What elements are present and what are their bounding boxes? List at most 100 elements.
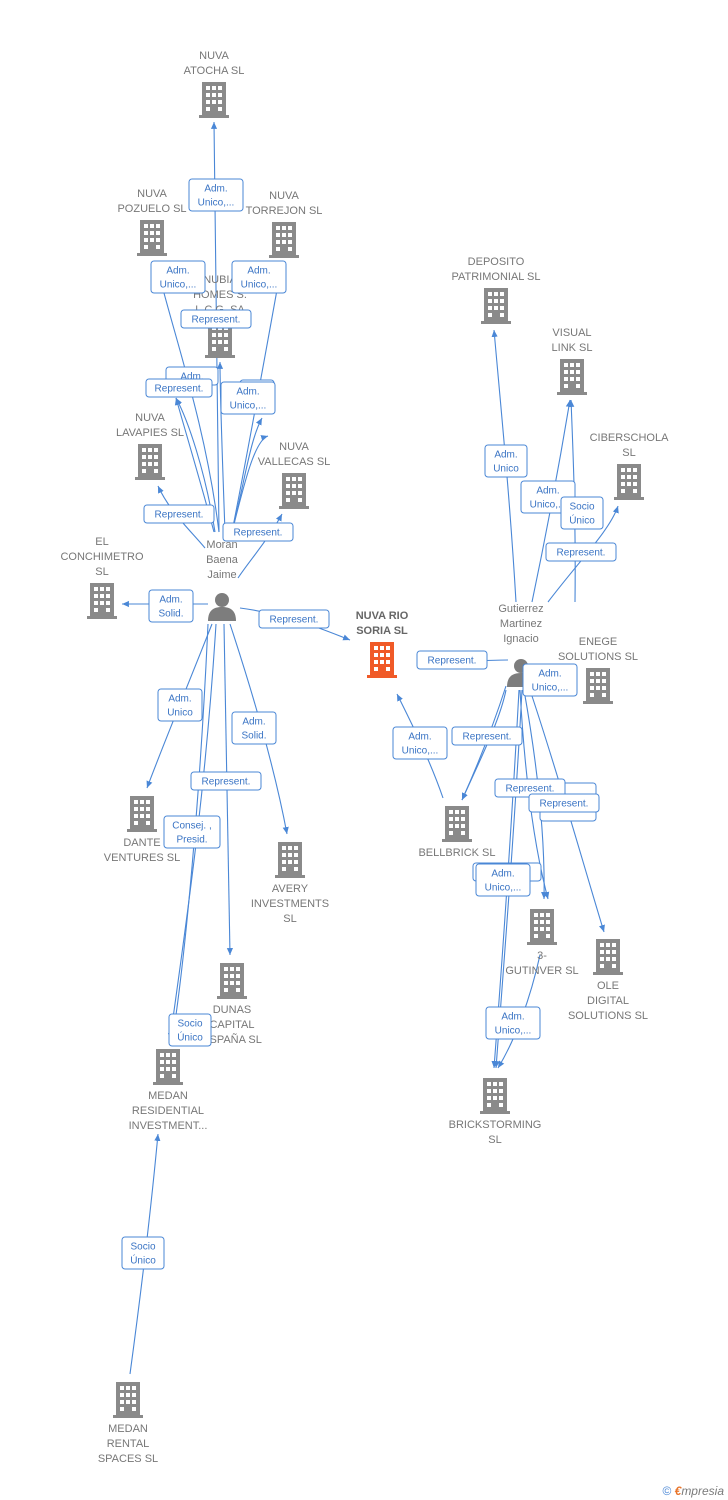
node-label-line: BRICKSTORMING (449, 1119, 542, 1131)
edge-label-text: Unico,... (198, 198, 235, 209)
node-label-line: EL (95, 536, 108, 548)
edge-label-e6[interactable]: Adm.Unico,... (220, 381, 276, 415)
node-label-line: SORIA SL (356, 625, 408, 637)
building-icon (279, 473, 309, 509)
edge-label-text: Unico,... (160, 280, 197, 291)
edge-label-text: Unico,... (530, 500, 567, 511)
edge-label-e26[interactable]: Adm. Unico,... (475, 863, 531, 897)
node-label-line: MEDAN (108, 1423, 148, 1435)
edge-label-text: Consej. , (172, 821, 211, 832)
brand-footer: © €mpresia (662, 1484, 724, 1498)
edge-label-e1[interactable]: Adm. Unico,... (188, 178, 244, 212)
edge-label-text: Represent. (428, 656, 477, 667)
edge-label-e10[interactable]: Represent. (258, 609, 330, 629)
edge-label-text: Adm. (242, 717, 265, 728)
edge-label-e25[interactable]: Represent. (528, 793, 600, 813)
node-label-line: AVERY (272, 883, 309, 895)
edge-label-e3[interactable]: Adm.Unico,... (231, 260, 287, 294)
node-label-line: Baena (206, 554, 239, 566)
edge-label-e14[interactable]: Consej. , Presid. (163, 815, 221, 849)
edge-label-text: Unico (493, 464, 519, 475)
building-icon (557, 359, 587, 395)
edge-label-e17[interactable]: Adm.Unico (484, 444, 528, 478)
node-label-line: INVESTMENT... (129, 1120, 208, 1132)
node-label-line: VALLECAS SL (258, 456, 331, 468)
edge-label-text: Adm. (491, 869, 514, 880)
node-label-line: PATRIMONIAL SL (451, 271, 540, 283)
edge-label-e12[interactable]: Adm.Solid. (231, 711, 277, 745)
node-label-line: INVESTMENTS (251, 898, 329, 910)
edge-label-e23[interactable]: Adm.Unico,... (522, 663, 578, 697)
node-label-line: Martinez (500, 618, 542, 630)
edge-label-text: Único (177, 1031, 203, 1044)
node-label-line: RESIDENTIAL (132, 1105, 204, 1117)
edge-label-e8[interactable]: Represent. (222, 522, 294, 542)
edge-label-e27[interactable]: Adm.Unico,... (485, 1006, 541, 1040)
node-label-line: CIBERSCHOLA (590, 432, 670, 444)
edge-label-e21[interactable]: Represent. (416, 650, 488, 670)
node-label-line: MEDAN (148, 1090, 188, 1102)
node-label-line: RENTAL (107, 1438, 150, 1450)
edge-label-e13[interactable]: Represent. (190, 771, 262, 791)
edge-label-e22[interactable]: Adm.Unico,... (392, 726, 448, 760)
building-icon (275, 842, 305, 878)
building-icon (153, 1049, 183, 1085)
edge-label-e2[interactable]: Adm.Unico,... (150, 260, 206, 294)
node-enege[interactable]: ENEGE SOLUTIONS SL (558, 636, 638, 704)
edge-label-text: Presid. (176, 835, 207, 846)
edge-label-text: Adm. (204, 184, 227, 195)
edge-label-text: Unico,... (230, 401, 267, 412)
node-label-line: SOLUTIONS SL (558, 651, 638, 663)
edge-line-e14 (167, 623, 217, 1041)
edge-label-e9[interactable]: Adm.Solid. (148, 589, 194, 623)
node-gutinver[interactable]: 3-GUTINVER SL (505, 909, 579, 977)
node-medan-res[interactable]: MEDAN RESIDENTIAL INVESTMENT... (129, 1049, 208, 1132)
building-icon (614, 464, 644, 500)
edge-label-text: Unico (167, 708, 193, 719)
node-label-line: POZUELO SL (117, 203, 186, 215)
edge-label-e20[interactable]: Represent. (545, 542, 617, 562)
edge-label-text: Solid. (158, 609, 183, 620)
edge-label-e7[interactable]: Represent. (143, 504, 215, 524)
edge-label-text: Represent. (155, 510, 204, 521)
edge-label-e11[interactable]: Adm.Unico (157, 688, 203, 722)
building-icon (442, 806, 472, 842)
building-icon (583, 668, 613, 704)
edge-label-text: Unico,... (485, 883, 522, 894)
building-icon (481, 288, 511, 324)
node-bellbrick[interactable]: BELLBRICK SL (418, 806, 496, 859)
node-label-line: ESPAÑA SL (202, 1033, 262, 1046)
node-label-line: ENEGE (579, 636, 618, 648)
edge-label-text: Adm. (501, 1012, 524, 1023)
building-icon (367, 642, 397, 678)
edge-label-e24[interactable]: Represent. (451, 726, 523, 746)
edge-label-e5[interactable]: Represent. (145, 378, 213, 398)
brand-logo-initial: € (674, 1484, 682, 1498)
edge-label-text: Represent. (202, 777, 251, 788)
node-label-line: LINK SL (552, 342, 593, 354)
building-icon (127, 796, 157, 832)
edge-label-e4[interactable]: Represent. (180, 309, 252, 329)
